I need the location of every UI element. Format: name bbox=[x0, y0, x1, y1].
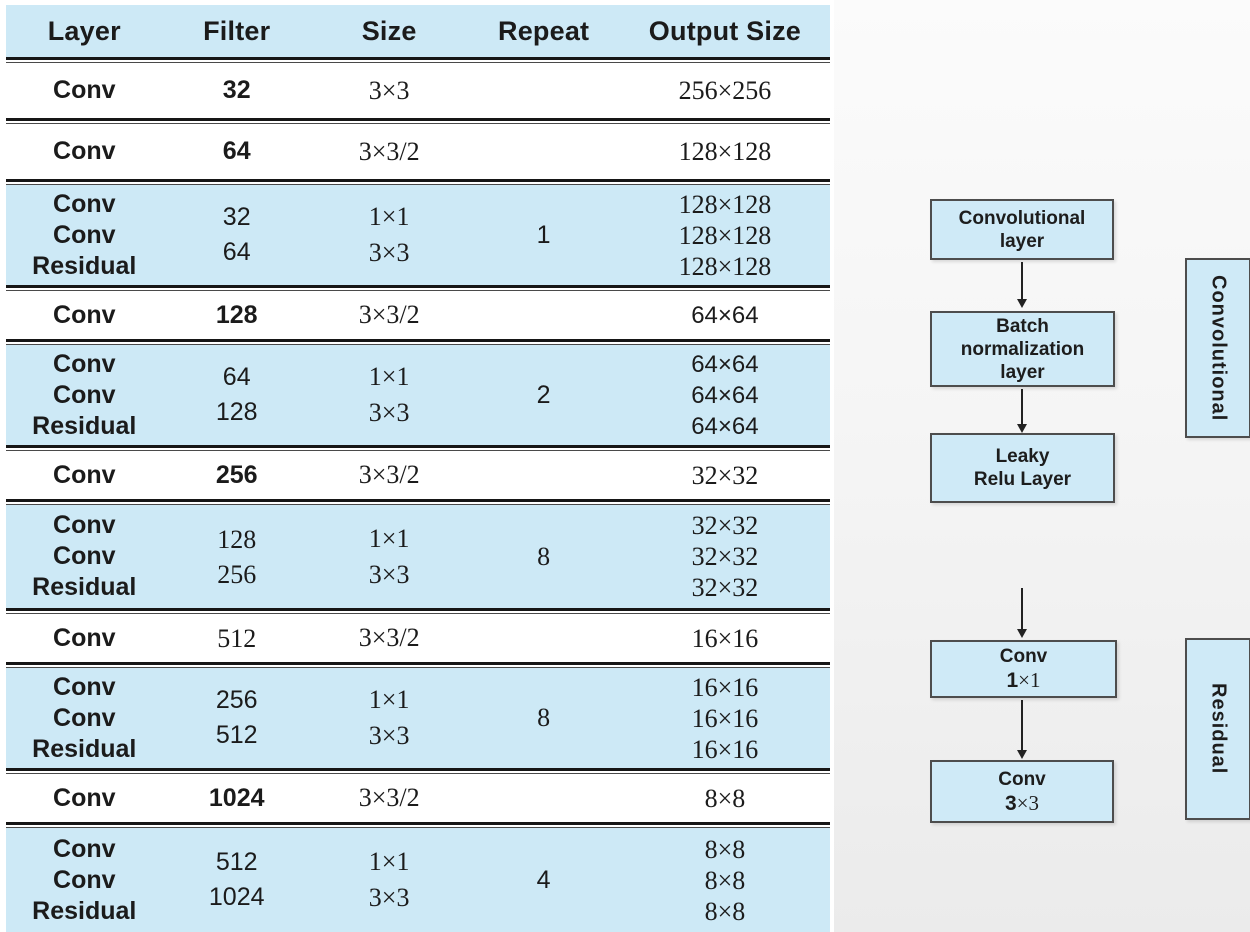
layer-cell: Conv bbox=[53, 76, 116, 104]
size-cell: 3×3/2 bbox=[358, 300, 420, 329]
size-cell: 1×1 3×3 bbox=[368, 202, 410, 267]
layer-cell: Conv bbox=[53, 783, 116, 812]
table-row-conv-128: Conv 128 3×3/2 64×64 bbox=[6, 291, 830, 339]
table-rule bbox=[6, 662, 830, 668]
output-cell: 32×32 32×32 32×32 bbox=[691, 511, 759, 602]
layer-cell: Conv Conv Residual bbox=[32, 189, 137, 280]
output-cell: 8×8 bbox=[704, 783, 746, 813]
repeat-cell: 4 bbox=[536, 865, 551, 894]
filter-cell: 1024 bbox=[208, 783, 265, 812]
filter-cell: 512 1024 bbox=[208, 848, 265, 911]
diagram-box-conv-3x3: Conv 3×3 bbox=[930, 760, 1114, 823]
conv-box-title: Conv bbox=[998, 768, 1046, 790]
conv-box-kernel-size: 3×3 bbox=[1004, 790, 1040, 815]
arrow-down-icon bbox=[1016, 588, 1027, 638]
layer-cell: Conv Conv Residual bbox=[32, 834, 137, 925]
output-cell: 32×32 bbox=[691, 460, 759, 490]
output-cell: 64×64 64×64 64×64 bbox=[691, 350, 759, 440]
table-header-row: Layer Filter Size Repeat Output Size bbox=[6, 5, 830, 57]
arrow-down-icon bbox=[1016, 262, 1027, 308]
table-row-conv-512: Conv 512 3×3/2 16×16 bbox=[6, 614, 830, 662]
output-cell: 16×16 16×16 16×16 bbox=[691, 672, 759, 764]
table-row-conv-32: Conv 32 3×3 256×256 bbox=[6, 63, 830, 118]
layer-cell: Conv bbox=[53, 300, 116, 329]
conv-box-kernel-size: 1×1 bbox=[1006, 668, 1041, 692]
table-row-residual-block-5: Conv Conv Residual 512 1024 1×1 3×3 4 8×… bbox=[6, 828, 830, 932]
size-cell: 3×3/2 bbox=[358, 136, 420, 166]
output-cell: 128×128 128×128 128×128 bbox=[678, 189, 772, 281]
output-cell: 256×256 bbox=[678, 76, 772, 105]
size-cell: 3×3/2 bbox=[358, 460, 420, 489]
column-header-layer: Layer bbox=[47, 15, 121, 46]
output-cell: 64×64 bbox=[691, 301, 759, 329]
table-rule bbox=[6, 57, 830, 63]
column-header-filter: Filter bbox=[203, 15, 271, 46]
repeat-cell: 8 bbox=[537, 541, 551, 571]
table-rule bbox=[6, 608, 830, 614]
filter-cell: 128 bbox=[215, 300, 258, 329]
repeat-cell: 1 bbox=[536, 220, 551, 249]
table-row-residual-block-4: Conv Conv Residual 256 512 1×1 3×3 8 16×… bbox=[6, 668, 830, 768]
filter-cell: 32 bbox=[222, 76, 251, 104]
filter-cell: 32 64 bbox=[222, 203, 251, 266]
table-row-conv-1024: Conv 1024 3×3/2 8×8 bbox=[6, 774, 830, 822]
column-header-output-size: Output Size bbox=[648, 15, 801, 46]
size-cell: 3×3 bbox=[368, 75, 410, 105]
table-rule bbox=[6, 118, 830, 124]
diagram-panel: Convolutional layer Batch normalization … bbox=[834, 0, 1250, 932]
output-cell: 8×8 8×8 8×8 bbox=[704, 834, 746, 926]
output-cell: 128×128 bbox=[678, 137, 772, 166]
repeat-cell: 8 bbox=[537, 703, 551, 732]
diagram-side-label-residual: Residual bbox=[1185, 638, 1250, 820]
layer-cell: Conv bbox=[53, 137, 116, 165]
table-rule bbox=[6, 285, 830, 291]
column-header-repeat: Repeat bbox=[498, 15, 590, 46]
table-rule bbox=[6, 499, 830, 505]
filter-cell: 512 bbox=[217, 623, 257, 653]
table-rule bbox=[6, 179, 830, 185]
table-rule bbox=[6, 339, 830, 345]
layer-cell: Conv bbox=[53, 460, 116, 489]
size-cell: 1×1 3×3 bbox=[368, 685, 410, 750]
table-rule bbox=[6, 768, 830, 774]
table-row-conv-64: Conv 64 3×3/2 128×128 bbox=[6, 124, 830, 179]
repeat-cell: 2 bbox=[536, 380, 551, 409]
architecture-table: Layer Filter Size Repeat Output Size Con… bbox=[6, 5, 830, 932]
table-row-conv-256: Conv 256 3×3/2 32×32 bbox=[6, 451, 830, 499]
arrow-down-icon bbox=[1016, 700, 1027, 759]
size-cell: 1×1 3×3 bbox=[368, 362, 410, 427]
filter-cell: 256 bbox=[215, 460, 258, 489]
size-cell: 1×1 3×3 bbox=[368, 523, 410, 589]
table-rule bbox=[6, 822, 830, 828]
layer-cell: Conv Conv Residual bbox=[32, 349, 137, 440]
filter-cell: 64 128 bbox=[215, 363, 258, 426]
layer-cell: Conv bbox=[53, 623, 116, 652]
filter-cell: 128 256 bbox=[217, 524, 257, 589]
filter-cell: 256 512 bbox=[215, 686, 258, 749]
table-row-residual-block-3: Conv Conv Residual 128 256 1×1 3×3 8 32×… bbox=[6, 505, 830, 608]
layer-cell: Conv Conv Residual bbox=[32, 511, 137, 601]
size-cell: 3×3/2 bbox=[358, 623, 420, 652]
size-cell: 3×3/2 bbox=[358, 783, 420, 812]
table-row-residual-block-1: Conv Conv Residual 32 64 1×1 3×3 1 128×1… bbox=[6, 185, 830, 285]
column-header-size: Size bbox=[361, 15, 417, 46]
filter-cell: 64 bbox=[222, 137, 251, 165]
table-row-residual-block-2: Conv Conv Residual 64 128 1×1 3×3 2 64×6… bbox=[6, 345, 830, 445]
conv-box-title: Conv bbox=[999, 646, 1048, 667]
table-rule bbox=[6, 445, 830, 451]
output-cell: 16×16 bbox=[691, 623, 759, 653]
arrow-down-icon bbox=[1016, 389, 1027, 433]
size-cell: 1×1 3×3 bbox=[368, 847, 410, 912]
diagram-box-leaky-relu-layer: Leaky Relu Layer bbox=[930, 433, 1115, 503]
diagram-box-convolutional-layer: Convolutional layer bbox=[930, 199, 1114, 260]
layer-cell: Conv Conv Residual bbox=[32, 672, 137, 763]
diagram-box-conv-1x1: Conv 1×1 bbox=[930, 640, 1117, 698]
diagram-side-label-convolutional: Convolutional bbox=[1185, 258, 1250, 438]
diagram-box-batch-normalization-layer: Batch normalization layer bbox=[930, 311, 1115, 387]
